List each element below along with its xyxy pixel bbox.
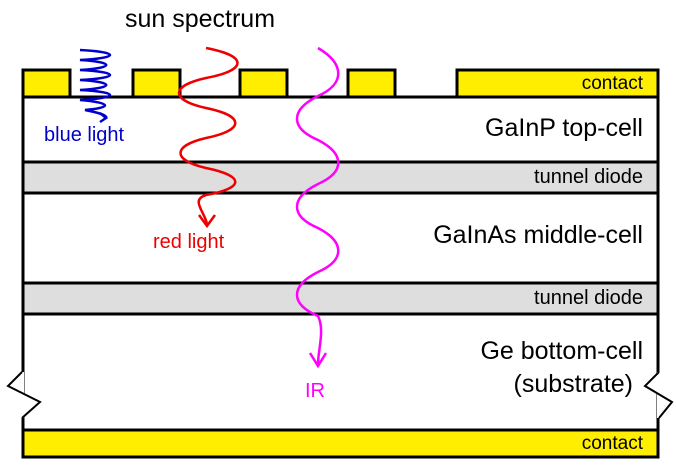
tunnel-diode-1-label: tunnel diode: [534, 166, 643, 188]
contact-finger: [21, 68, 72, 99]
contact-finger: [131, 68, 182, 99]
top-cell-label: GaInP top-cell: [485, 114, 643, 142]
middle-cell-label: GaInAs middle-cell: [433, 221, 643, 249]
tunnel-diode-2-label: tunnel diode: [534, 287, 643, 309]
substrate-break-marks: [6, 371, 674, 419]
contact-finger: [346, 68, 397, 99]
ir-label: IR: [305, 380, 325, 402]
blue-light-label: blue light: [44, 124, 125, 146]
ir-ray: [296, 46, 340, 369]
right-break-mark: [643, 371, 674, 419]
top-contact-fingers: [21, 68, 660, 99]
bottom-cell-label-line2: (substrate): [514, 370, 633, 398]
contact-finger: [238, 68, 289, 99]
bottom-cell-label-line1: Ge bottom-cell: [480, 337, 643, 365]
red-light-ray: [177, 46, 239, 229]
top-cell: [21, 95, 660, 164]
middle-cell: [21, 191, 660, 285]
red-light-label: red light: [153, 231, 225, 253]
blue-light-ray: [79, 48, 112, 124]
bottom-contact-label: contact: [582, 433, 644, 454]
top-contact-label: contact: [582, 73, 644, 94]
diagram-title: sun spectrum: [125, 5, 275, 33]
left-break-mark: [6, 371, 42, 419]
bottom-contact: [21, 428, 660, 459]
